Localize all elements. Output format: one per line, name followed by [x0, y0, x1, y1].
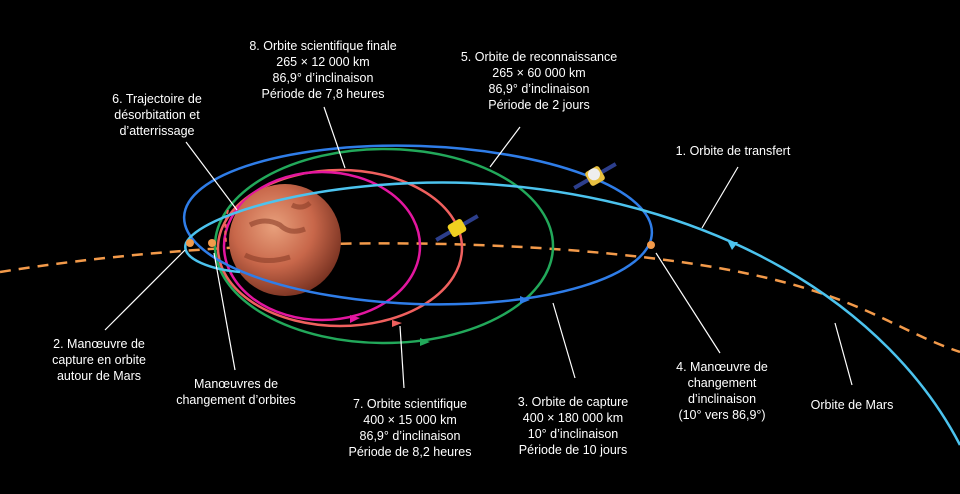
label-line: 7. Orbite scientifique [353, 397, 467, 411]
label-line: 3. Orbite de capture [517, 395, 629, 409]
label-line: Période de 7,8 heures [261, 87, 385, 101]
label-line: 86,9° d’inclinaison [359, 429, 461, 443]
science-orbit-path [216, 168, 464, 328]
reconnaissance-orbit-path [213, 147, 555, 345]
mars-orbit-path [0, 242, 960, 354]
label-line: d’atterrissage [119, 124, 195, 138]
label-line: 265 × 12 000 km [276, 55, 370, 69]
capture-maneuver-point [186, 239, 194, 247]
label-line: Orbite de Mars [810, 398, 894, 412]
label-line: Période de 8,2 heures [348, 445, 472, 459]
label-line: 2. Manœuvre de [53, 337, 145, 351]
label-line: 5. Orbite de reconnaissance [460, 50, 618, 64]
label-line: capture en orbite [52, 353, 146, 367]
label-mars-orbit: Orbite de Mars [811, 397, 894, 413]
label-line: 86,9° d’inclinaison [272, 71, 374, 85]
label-inclination-maneuver: 4. Manœuvre de changement d’inclinaison … [676, 359, 768, 423]
label-line: d’inclinaison [687, 392, 757, 406]
label-line: Manœuvres de [193, 377, 279, 391]
capture-orbit-path [182, 144, 654, 306]
transfer-orbit-path [184, 181, 960, 446]
label-line: 4. Manœuvre de [676, 360, 768, 374]
label-pointers [104, 106, 853, 389]
label-line: Période de 10 jours [518, 443, 628, 457]
label-orbit-change: Manœuvres de changement d’orbites [176, 376, 296, 408]
label-line: changement [687, 376, 757, 390]
direction-arrows [350, 242, 738, 346]
label-line: 265 × 60 000 km [492, 66, 586, 80]
label-line: 6. Trajectoire de [112, 92, 202, 106]
label-line: 10° d’inclinaison [527, 427, 619, 441]
inclination-maneuver-point [647, 241, 655, 249]
mars-planet [229, 184, 341, 296]
label-transfer-orbit: 1. Orbite de transfert [676, 143, 791, 159]
label-deorbit: 6. Trajectoire de désorbitation et d’att… [112, 91, 202, 139]
label-line: changement d’orbites [176, 393, 296, 407]
label-line: (10° vers 86,9°) [678, 408, 766, 422]
orbit-change-maneuver-point [208, 239, 216, 247]
label-line: 400 × 180 000 km [522, 411, 624, 425]
label-line: 86,9° d’inclinaison [488, 82, 590, 96]
label-capture-maneuver: 2. Manœuvre de capture en orbite autour … [52, 336, 146, 384]
satellite-icon [573, 162, 617, 190]
satellite-icon [435, 214, 479, 242]
label-final-orbit: 8. Orbite scientifique finale 265 × 12 0… [249, 38, 396, 102]
label-capture-orbit: 3. Orbite de capture 400 × 180 000 km 10… [518, 394, 628, 458]
label-line: Période de 2 jours [488, 98, 590, 112]
mars-surface-marks [243, 201, 312, 263]
deorbit-trajectory [224, 209, 229, 243]
label-science-orbit: 7. Orbite scientifique 400 × 15 000 km 8… [348, 396, 471, 460]
label-line: désorbitation et [114, 108, 200, 122]
label-line: autour de Mars [56, 369, 142, 383]
final-orbit-path [222, 170, 422, 322]
label-line: 8. Orbite scientifique finale [249, 39, 397, 53]
label-reconnaissance-orbit: 5. Orbite de reconnaissance 265 × 60 000… [461, 49, 617, 113]
label-line: 1. Orbite de transfert [675, 144, 791, 158]
label-line: 400 × 15 000 km [363, 413, 457, 427]
